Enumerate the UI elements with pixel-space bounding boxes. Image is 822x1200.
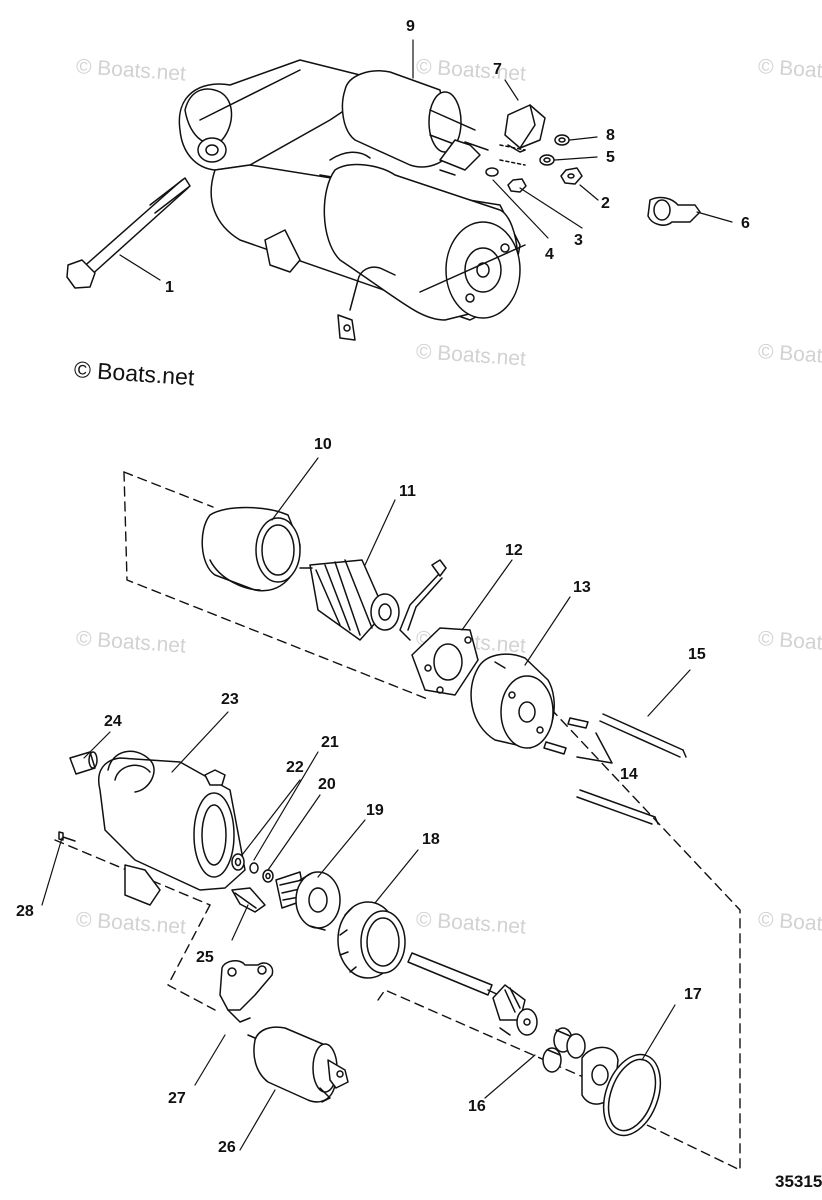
callout-17: 17 (684, 986, 702, 1003)
callout-1: 1 (165, 279, 174, 296)
callout-6: 6 (741, 215, 750, 232)
dashed-group-outline (54, 471, 741, 1171)
callout-3: 3 (574, 232, 583, 249)
callout-5: 5 (606, 149, 615, 166)
starter-motor-assembly (178, 59, 526, 341)
callout-18: 18 (422, 831, 440, 848)
callout-19: 19 (366, 802, 384, 819)
callout-22: 22 (286, 759, 304, 776)
part-16-output-shaft (407, 952, 619, 1105)
callout-14: 14 (620, 766, 638, 783)
part-hardware-nuts-washers (485, 134, 583, 193)
part-26-solenoid (247, 1026, 349, 1103)
callout-26: 26 (218, 1139, 236, 1156)
callout-20: 20 (318, 776, 336, 793)
callout-23: 23 (221, 691, 239, 708)
callout-16: 16 (468, 1098, 486, 1115)
part-6-boot (647, 196, 701, 226)
leader-lines-exploded (41, 457, 691, 1151)
callout-21: 21 (321, 734, 339, 751)
diagram-id: 35315 (775, 1172, 822, 1191)
callout-24: 24 (104, 713, 122, 730)
callout-25: 25 (196, 949, 214, 966)
callout-9: 9 (406, 18, 415, 35)
part-22-21-20-small-parts (231, 853, 274, 883)
part-17-o-ring (602, 1053, 662, 1137)
part-1-bolt (66, 177, 191, 289)
leader-lines-top (119, 39, 733, 281)
callout-15: 15 (688, 646, 706, 663)
callout-27: 27 (168, 1090, 186, 1107)
part-7-terminal-boot (504, 104, 546, 153)
part-14-screws (543, 717, 613, 764)
part-11-armature (299, 559, 400, 641)
part-15-through-bolts (576, 713, 687, 825)
part-23-drive-housing (98, 750, 246, 906)
callout-2: 2 (601, 195, 610, 212)
part-13-end-cap (470, 653, 555, 749)
part-25-shift-lever (231, 887, 266, 913)
part-18-ring-gear (337, 901, 406, 979)
callout-13: 13 (573, 579, 591, 596)
callout-4: 4 (545, 246, 554, 263)
callout-11: 11 (399, 483, 416, 500)
callout-10: 10 (314, 436, 332, 453)
part-27-fork (219, 960, 274, 1023)
part-19-pinion-drive (275, 871, 341, 931)
part-12-brush-holder (399, 559, 479, 696)
callout-8: 8 (606, 127, 615, 144)
part-24-bushing (69, 751, 98, 775)
callout-28: 28 (16, 903, 34, 920)
callout-7: 7 (493, 61, 502, 78)
part-10-ring (201, 506, 301, 592)
callout-12: 12 (505, 542, 523, 559)
